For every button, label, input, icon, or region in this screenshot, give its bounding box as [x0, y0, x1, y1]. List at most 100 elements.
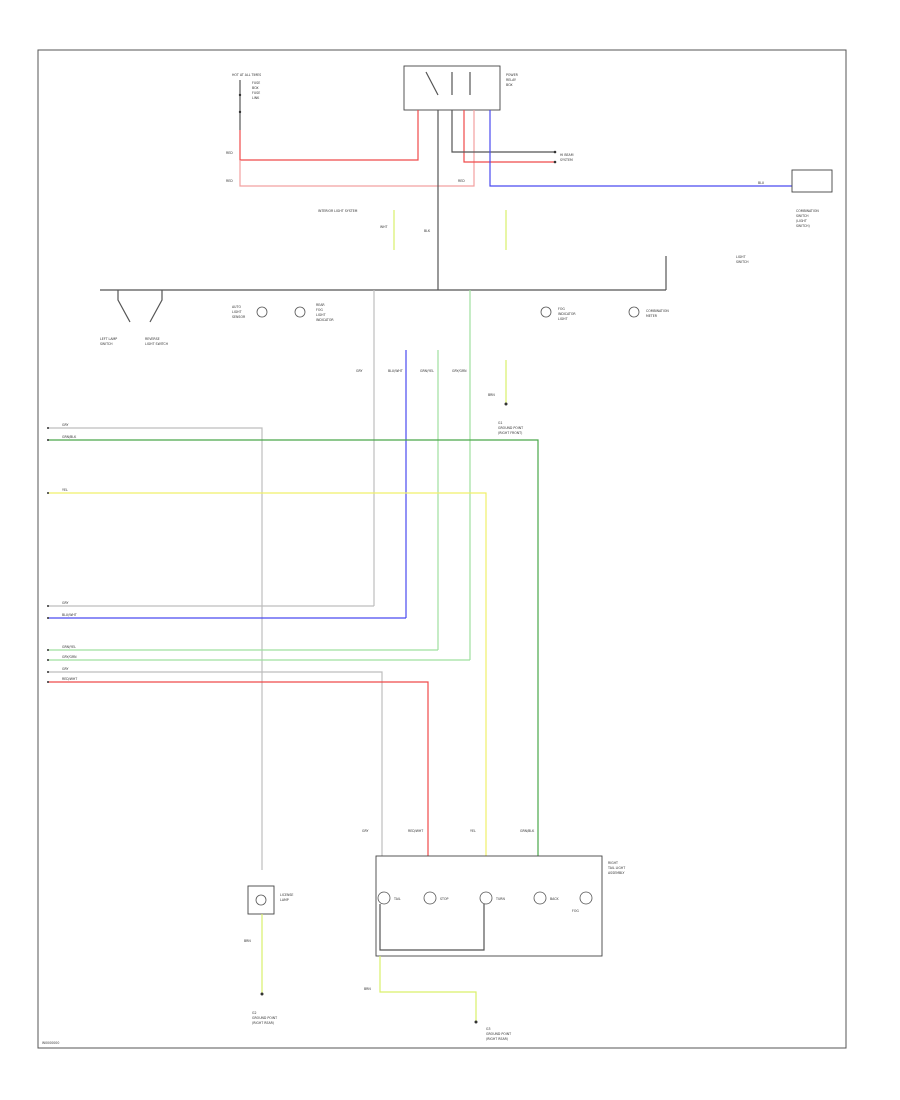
hot-at-all-times-group: HOT AT ALL TIMES FUSE BOX FUSE LINK — [232, 73, 261, 130]
svg-text:BLK: BLK — [424, 229, 431, 233]
svg-text:SYSTEM: SYSTEM — [560, 158, 573, 162]
svg-text:GRY: GRY — [62, 423, 68, 427]
svg-text:GRY: GRY — [62, 601, 68, 605]
combination-switch-label: COMBINATION SWITCH (LIGHT SWITCH) — [796, 209, 819, 228]
svg-text:SENSOR: SENSOR — [232, 315, 246, 319]
svg-text:YEL: YEL — [470, 829, 476, 833]
rear-fog-indicator-icon — [294, 306, 306, 318]
svg-text:SWITCH: SWITCH — [100, 342, 113, 346]
svg-text:(RIGHT FRONT): (RIGHT FRONT) — [498, 431, 522, 435]
wire-red-feed-upper — [239, 110, 419, 161]
svg-text:REVERSE: REVERSE — [145, 337, 160, 341]
svg-text:YEL: YEL — [62, 488, 68, 492]
svg-text:BOX: BOX — [506, 83, 513, 87]
svg-text:RED: RED — [458, 179, 465, 183]
svg-text:REAR: REAR — [316, 303, 325, 307]
ground-g3-label: G3 GROUND POINT (RIGHT REAR) — [486, 1027, 511, 1041]
diagram-frame — [37, 49, 847, 1049]
svg-text:GROUND POINT: GROUND POINT — [498, 426, 523, 430]
license-lamp-bulb-icon — [255, 894, 267, 906]
svg-text:INDICATOR: INDICATOR — [316, 318, 334, 322]
svg-text:LIGHT: LIGHT — [232, 310, 242, 314]
svg-text:RED: RED — [226, 151, 233, 155]
svg-text:STOP: STOP — [440, 897, 448, 901]
hot-at-all-times-label: HOT AT ALL TIMES — [232, 73, 261, 77]
wire-pink-feed-lower — [239, 110, 475, 187]
svg-text:BLU: BLU — [758, 181, 765, 185]
rear-fog-indicator: REAR FOG LIGHT INDICATOR — [294, 303, 334, 322]
ground-g2-label: G2 GROUND POINT (RIGHT REAR) — [252, 1011, 277, 1025]
svg-text:LIGHT: LIGHT — [558, 317, 568, 321]
svg-text:POWER: POWER — [506, 73, 519, 77]
svg-text:RED/WHT: RED/WHT — [62, 677, 77, 681]
svg-text:TAIL LIGHT: TAIL LIGHT — [607, 866, 625, 870]
svg-text:FOG: FOG — [558, 307, 565, 311]
fog-indicator: FOG INDICATOR LIGHT — [540, 306, 576, 321]
wire-yellow — [48, 492, 487, 856]
svg-text:GRN/BLK: GRN/BLK — [62, 435, 77, 439]
svg-text:(RIGHT REAR): (RIGHT REAR) — [252, 1021, 274, 1025]
mid-wire-labels: GRY BLU/WHT GRN/YEL GRY/GRN BRN — [356, 369, 495, 397]
relay-node-right-2 — [553, 160, 557, 164]
svg-text:(RIGHT REAR): (RIGHT REAR) — [486, 1037, 508, 1041]
svg-text:LICENSE: LICENSE — [280, 893, 293, 897]
svg-text:LEFT LAMP: LEFT LAMP — [100, 337, 117, 341]
svg-text:GRY/GRN: GRY/GRN — [452, 369, 467, 373]
relay-node-right-1 — [553, 150, 557, 154]
svg-text:SWITCH: SWITCH — [796, 214, 809, 218]
rear-lamp-assembly-label: RIGHT TAIL LIGHT ASSEMBLY — [607, 861, 625, 875]
turn-bulb-icon — [479, 891, 493, 905]
wire-gray-top — [48, 427, 263, 870]
svg-text:COMBINATION: COMBINATION — [646, 309, 669, 313]
svg-text:GRN/YEL: GRN/YEL — [420, 369, 434, 373]
relay-switch-contact — [425, 71, 471, 96]
svg-text:LINK: LINK — [252, 96, 260, 100]
wire-gray-lower — [48, 671, 383, 856]
svg-text:BOX: BOX — [252, 86, 259, 90]
svg-text:FUSE: FUSE — [252, 81, 260, 85]
svg-text:GRN/BLK: GRN/BLK — [520, 829, 535, 833]
svg-text:INDICATOR: INDICATOR — [558, 312, 576, 316]
svg-text:LAMP: LAMP — [280, 898, 289, 902]
back-bulb-icon — [533, 891, 547, 905]
fuse-node-2 — [238, 110, 242, 114]
svg-text:BRN: BRN — [488, 393, 495, 397]
license-lamp-label: LICENSE LAMP — [280, 893, 293, 902]
svg-text:(LIGHT: (LIGHT — [796, 219, 807, 223]
ground-g1-node — [504, 402, 508, 406]
hi-beam-system-label: HI BEAM SYSTEM — [560, 153, 574, 162]
light-switch-label: LIGHT SWITCH — [736, 255, 749, 264]
auto-light-sensor-icon — [256, 306, 268, 318]
svg-text:G1: G1 — [498, 421, 503, 425]
svg-text:GROUND POINT: GROUND POINT — [486, 1032, 511, 1036]
svg-text:GRY/GRN: GRY/GRN — [62, 655, 77, 659]
footer-code: W0000000 — [42, 1041, 59, 1045]
svg-text:BRN: BRN — [244, 939, 251, 943]
bottom-wire-labels: GRY RED/WHT YEL GRN/BLK BRN BRN — [244, 829, 535, 991]
svg-text:RIGHT: RIGHT — [608, 861, 618, 865]
svg-text:GRY: GRY — [362, 829, 368, 833]
wire-red-white — [48, 681, 429, 856]
lamp-ground-wire — [379, 956, 477, 1022]
rear-lamp-assembly-box — [375, 855, 603, 957]
ground-g3-node — [474, 1020, 478, 1024]
svg-text:FUSE: FUSE — [252, 91, 260, 95]
fog-indicator-icon — [540, 306, 552, 318]
top-wire-labels: RED RED BLK RED BLU WHT — [226, 151, 765, 233]
svg-text:TURN: TURN — [495, 897, 505, 901]
svg-text:LIGHT: LIGHT — [316, 313, 326, 317]
svg-text:BACK: BACK — [550, 897, 560, 901]
wire-red-to-relay-right — [463, 110, 555, 163]
svg-text:BLU/WHT: BLU/WHT — [388, 369, 403, 373]
stop-bulb-icon — [423, 891, 437, 905]
interior-light-system-label: INTERIOR LIGHT SYSTEM — [318, 209, 358, 213]
wire-black-to-relay-out — [451, 110, 555, 153]
lamp-internal-ground — [379, 904, 485, 951]
fog-bulb-icon — [579, 891, 593, 905]
svg-text:SWITCH): SWITCH) — [796, 224, 810, 228]
svg-text:GROUND POINT: GROUND POINT — [252, 1016, 277, 1020]
svg-text:FOG: FOG — [572, 909, 579, 913]
svg-text:RED/WHT: RED/WHT — [408, 829, 423, 833]
left-lamp-switch: LEFT LAMP SWITCH REVERSE LIGHT SWITCH — [100, 290, 169, 346]
